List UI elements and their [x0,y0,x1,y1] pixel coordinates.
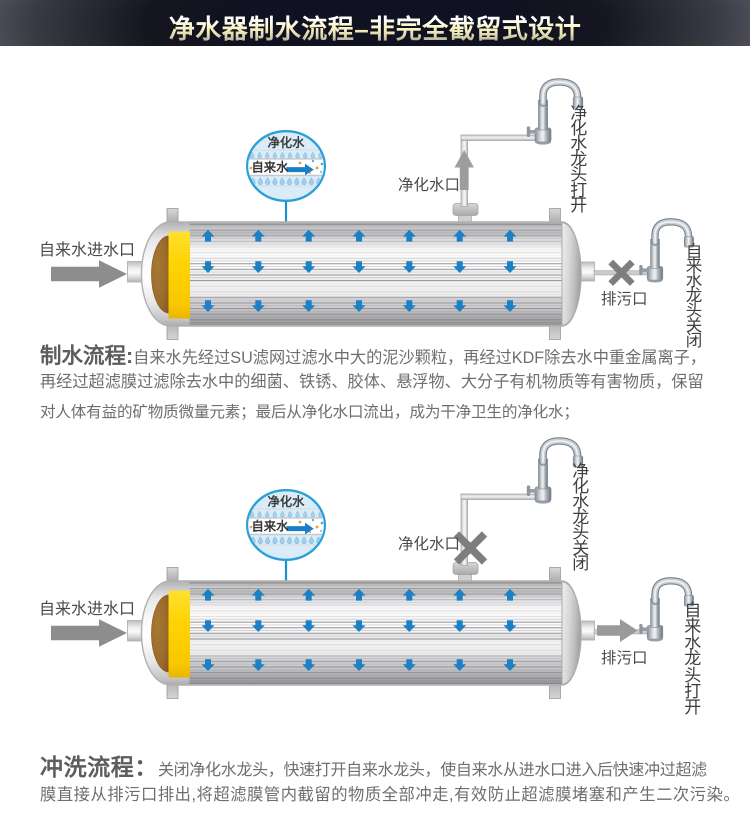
svg-text:自来水: 自来水 [252,160,290,175]
svg-text:净化水: 净化水 [268,494,306,509]
svg-text:自来水: 自来水 [252,519,290,534]
svg-text:净化水: 净化水 [268,135,306,150]
